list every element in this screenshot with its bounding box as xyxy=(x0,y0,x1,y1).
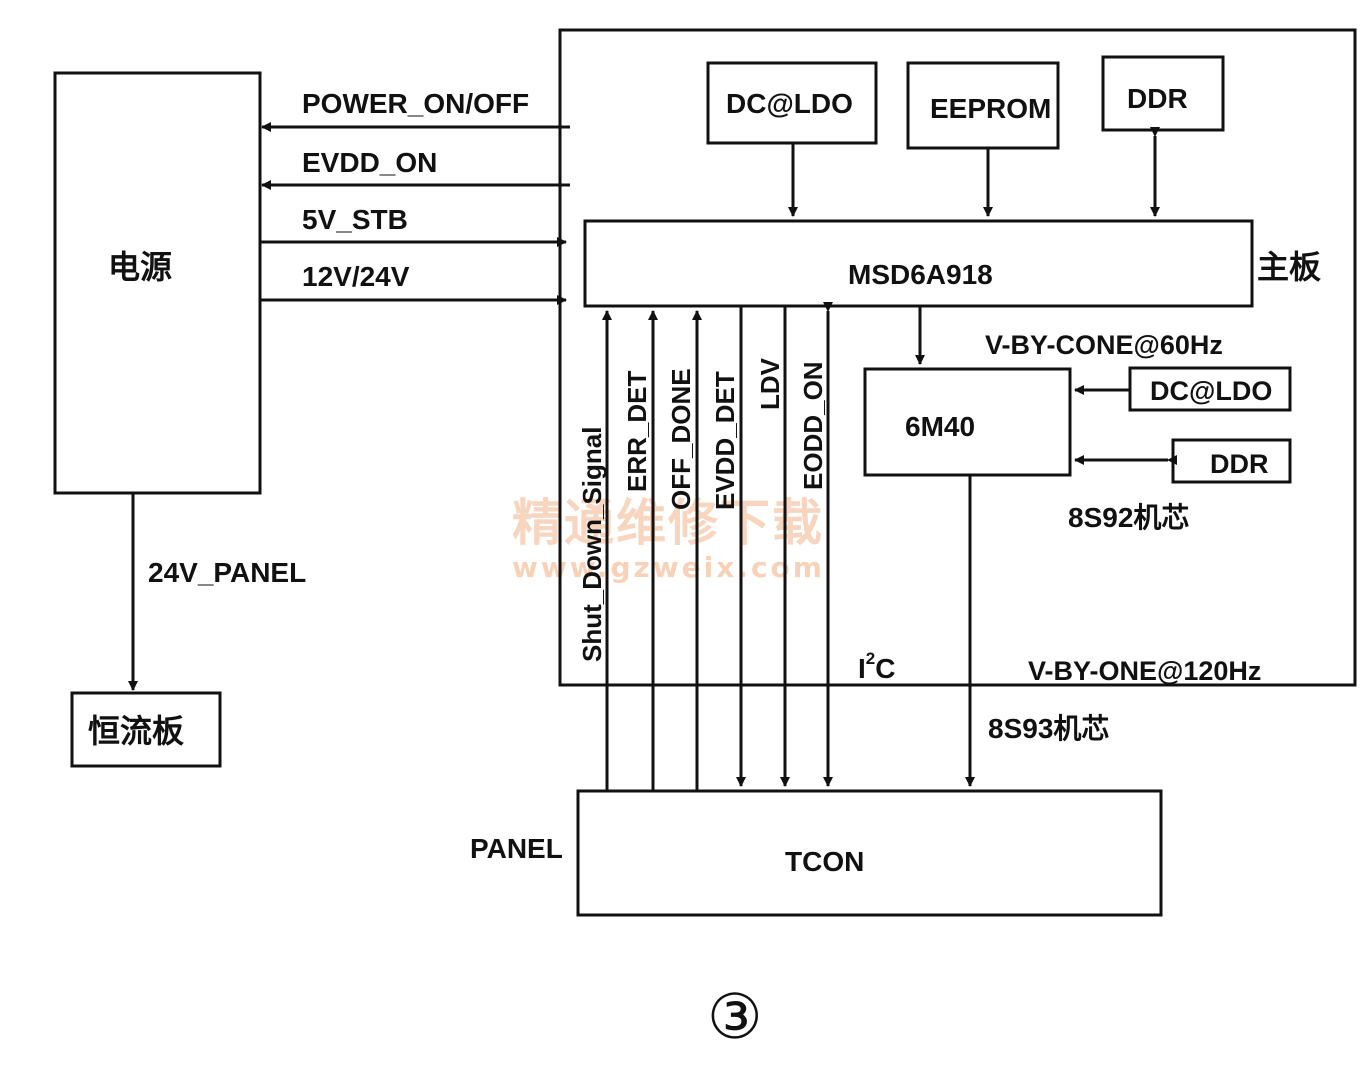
chassis-8s92-label: 8S92机芯 xyxy=(1068,502,1189,533)
stb-5v-label: 5V_STB xyxy=(302,204,408,235)
eeprom-block xyxy=(906,61,1060,150)
watermark-url: www.gzweix.com xyxy=(512,551,825,584)
mainboard-label: 主板 xyxy=(1257,249,1321,285)
watermark-text: 精通维修下载 xyxy=(512,494,824,552)
panel-24v-label: 24V_PANEL xyxy=(148,557,306,588)
i2c-label: I2C xyxy=(858,649,895,684)
eeprom-label: EEPROM xyxy=(930,93,1051,124)
vby1-60-label: V-BY-CONE@60Hz xyxy=(985,330,1223,360)
soc-label: MSD6A918 xyxy=(848,259,993,290)
vby1-120-label: V-BY-ONE@120Hz xyxy=(1028,656,1261,686)
evdd-on-label: EVDD_ON xyxy=(302,147,437,178)
constant-current-label: 恒流板 xyxy=(88,713,184,749)
chassis-8s93-label: 8S93机芯 xyxy=(988,713,1109,744)
mainboard-frame xyxy=(558,28,1357,687)
eodd-on-label: EODD_ON xyxy=(798,361,828,490)
ddr-right-label: DDR xyxy=(1210,449,1269,479)
evdd-det-label: EVDD_DET xyxy=(710,371,740,510)
panel-label: PANEL xyxy=(470,833,563,864)
ldv-label: LDV xyxy=(755,357,785,410)
tcon-label: TCON xyxy=(785,846,864,877)
frc-block xyxy=(863,367,1072,477)
dc-ldo-right-label: DC@LDO xyxy=(1150,376,1272,406)
power-supply-label: 电源 xyxy=(108,249,172,285)
figure-number: ③ xyxy=(707,980,763,1053)
v12-24-label: 12V/24V xyxy=(302,261,410,292)
ddr-top-block xyxy=(1101,55,1225,132)
ddr-top-label: DDR xyxy=(1127,83,1188,114)
tcon-block xyxy=(576,789,1163,917)
power-supply-block xyxy=(53,71,262,495)
off-done-label: OFF_DONE xyxy=(666,368,696,510)
constant-current-block xyxy=(70,691,222,768)
dc-ldo-top-label: DC@LDO xyxy=(726,88,853,119)
frc-label: 6M40 xyxy=(905,411,975,442)
power-on-off-label: POWER_ON/OFF xyxy=(302,88,529,119)
err-det-label: ERR_DET xyxy=(622,371,652,492)
shutdown-signal-label: Shut_Down_Signal xyxy=(577,427,607,662)
